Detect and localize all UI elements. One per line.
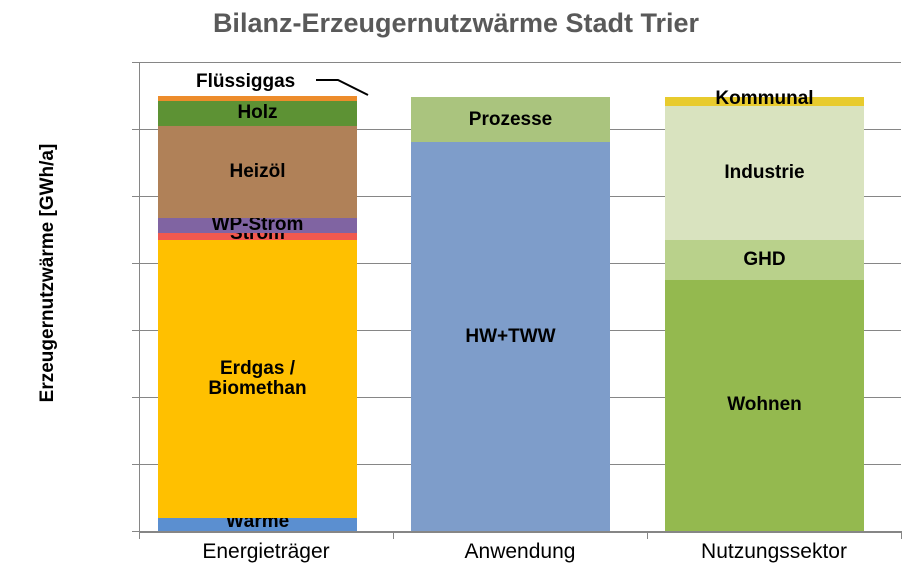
- y-tick-mark: [132, 531, 139, 532]
- x-axis-label-anwendung: Anwendung: [464, 540, 576, 563]
- bar-segment-ghd[interactable]: GHD: [665, 239, 864, 280]
- segment-label: Prozesse: [468, 108, 553, 130]
- segment-label: Industrie: [724, 161, 805, 183]
- segment-label: Heizöl: [229, 160, 286, 182]
- y-tick-mark: [132, 397, 139, 398]
- bar-segment-kommunal[interactable]: Kommunal: [665, 89, 864, 109]
- bar-segment-erdgas-biomethan[interactable]: Erdgas /Biomethan: [158, 239, 357, 518]
- bar-segment-prozesse[interactable]: Prozesse: [411, 97, 610, 143]
- x-tick-mark: [901, 531, 902, 539]
- y-axis-title: Erzeugernutzwärme [GWh/a]: [37, 143, 58, 403]
- x-axis-label-energieträger: Energieträger: [202, 540, 330, 563]
- bar-column-anwendung[interactable]: HW+TWW Prozesse: [411, 97, 610, 531]
- segment-label: GHD: [743, 248, 786, 270]
- bar-segment-hw-tww[interactable]: HW+TWW: [411, 142, 610, 531]
- x-tick-mark: [647, 531, 648, 539]
- segment-label: HW+TWW: [465, 325, 556, 347]
- y-tick-mark: [132, 263, 139, 264]
- bar-segment-wohnen[interactable]: Wohnen: [665, 279, 864, 531]
- y-tick-mark: [132, 129, 139, 130]
- bar-segment-wp-strom[interactable]: WP-Strom: [158, 214, 357, 236]
- y-tick-mark: [132, 330, 139, 331]
- bar-segment-heiz-l[interactable]: Heizöl: [158, 125, 357, 218]
- segment-label: WP-Strom: [211, 214, 304, 236]
- x-axis-label-nutzungssektor: Nutzungssektor: [701, 540, 847, 563]
- segment-label: Erdgas /Biomethan: [208, 357, 307, 399]
- bar-segment-industrie[interactable]: Industrie: [665, 105, 864, 240]
- chart-title: Bilanz-Erzeugernutzwärme Stadt Trier: [212, 8, 700, 38]
- segment-label: Holz: [237, 102, 278, 124]
- y-tick-mark: [132, 464, 139, 465]
- x-axis-line: [139, 531, 902, 533]
- y-axis-line: [139, 62, 140, 532]
- bar-segment-fl-ssiggas[interactable]: [158, 95, 357, 101]
- x-tick-mark: [393, 531, 394, 539]
- gridline: [139, 62, 901, 63]
- y-tick-mark: [132, 62, 139, 63]
- bar-segment-w-rme[interactable]: Wärme: [158, 512, 357, 532]
- plot-area: 02004006008001.0001.2001.400 WärmeErdgas…: [132, 62, 901, 532]
- x-tick-mark: [139, 531, 140, 539]
- bar-column-nutzungssektor[interactable]: Wohnen GHD Industrie Kommunal: [665, 89, 864, 531]
- y-tick-mark: [132, 196, 139, 197]
- segment-label: Wohnen: [727, 394, 802, 416]
- callout-label-fluessiggas: Flüssiggas: [196, 71, 296, 92]
- bar-segment-strom[interactable]: Strom: [158, 224, 357, 244]
- bar-segment-holz[interactable]: Holz: [158, 100, 357, 126]
